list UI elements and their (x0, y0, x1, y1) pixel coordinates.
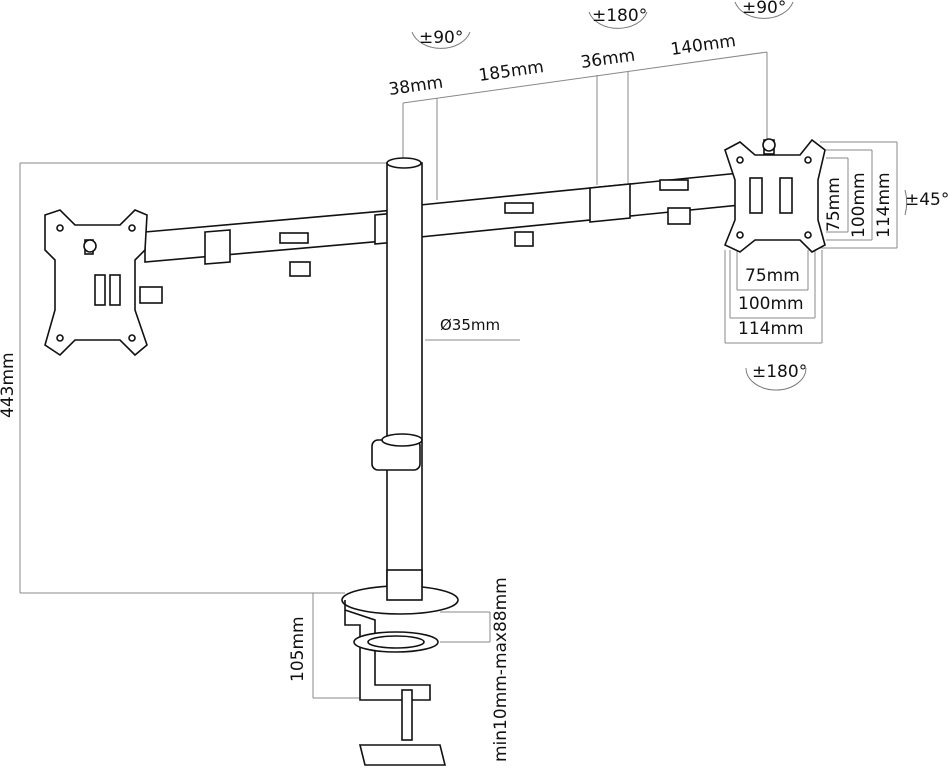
rotation-tilt: ±45° (905, 190, 950, 210)
mount-structure (44, 138, 826, 766)
dim-vesa-h-114: 114mm (738, 319, 804, 339)
dim-vesa-v-114: 114mm (874, 172, 894, 238)
dim-vesa-v-75: 75mm (824, 177, 844, 232)
dim-vesa-v-100: 100mm (849, 172, 869, 238)
dim-clamp-range: min10mm-max88mm (491, 577, 511, 762)
dim-pole-diameter: Ø35mm (440, 316, 501, 334)
dim-vesa-h-100: 100mm (738, 294, 804, 314)
rotation-elbow-swivel: ±180° (592, 6, 648, 26)
rotation-arm-swivel: ±90° (419, 28, 464, 48)
dim-clamp-height: 105mm (288, 616, 308, 682)
rotation-rotate: ±180° (752, 362, 808, 382)
rotation-arcs (411, 1, 908, 391)
right-vesa-plate (723, 138, 826, 253)
dim-vesa-h-75: 75mm (745, 266, 800, 286)
left-arm (144, 209, 396, 263)
dimension-lines (19, 51, 898, 699)
pole (386, 162, 423, 604)
dim-height: 443mm (0, 352, 18, 418)
rotation-head-swivel: ±90° (742, 0, 787, 18)
right-arm (419, 172, 741, 238)
